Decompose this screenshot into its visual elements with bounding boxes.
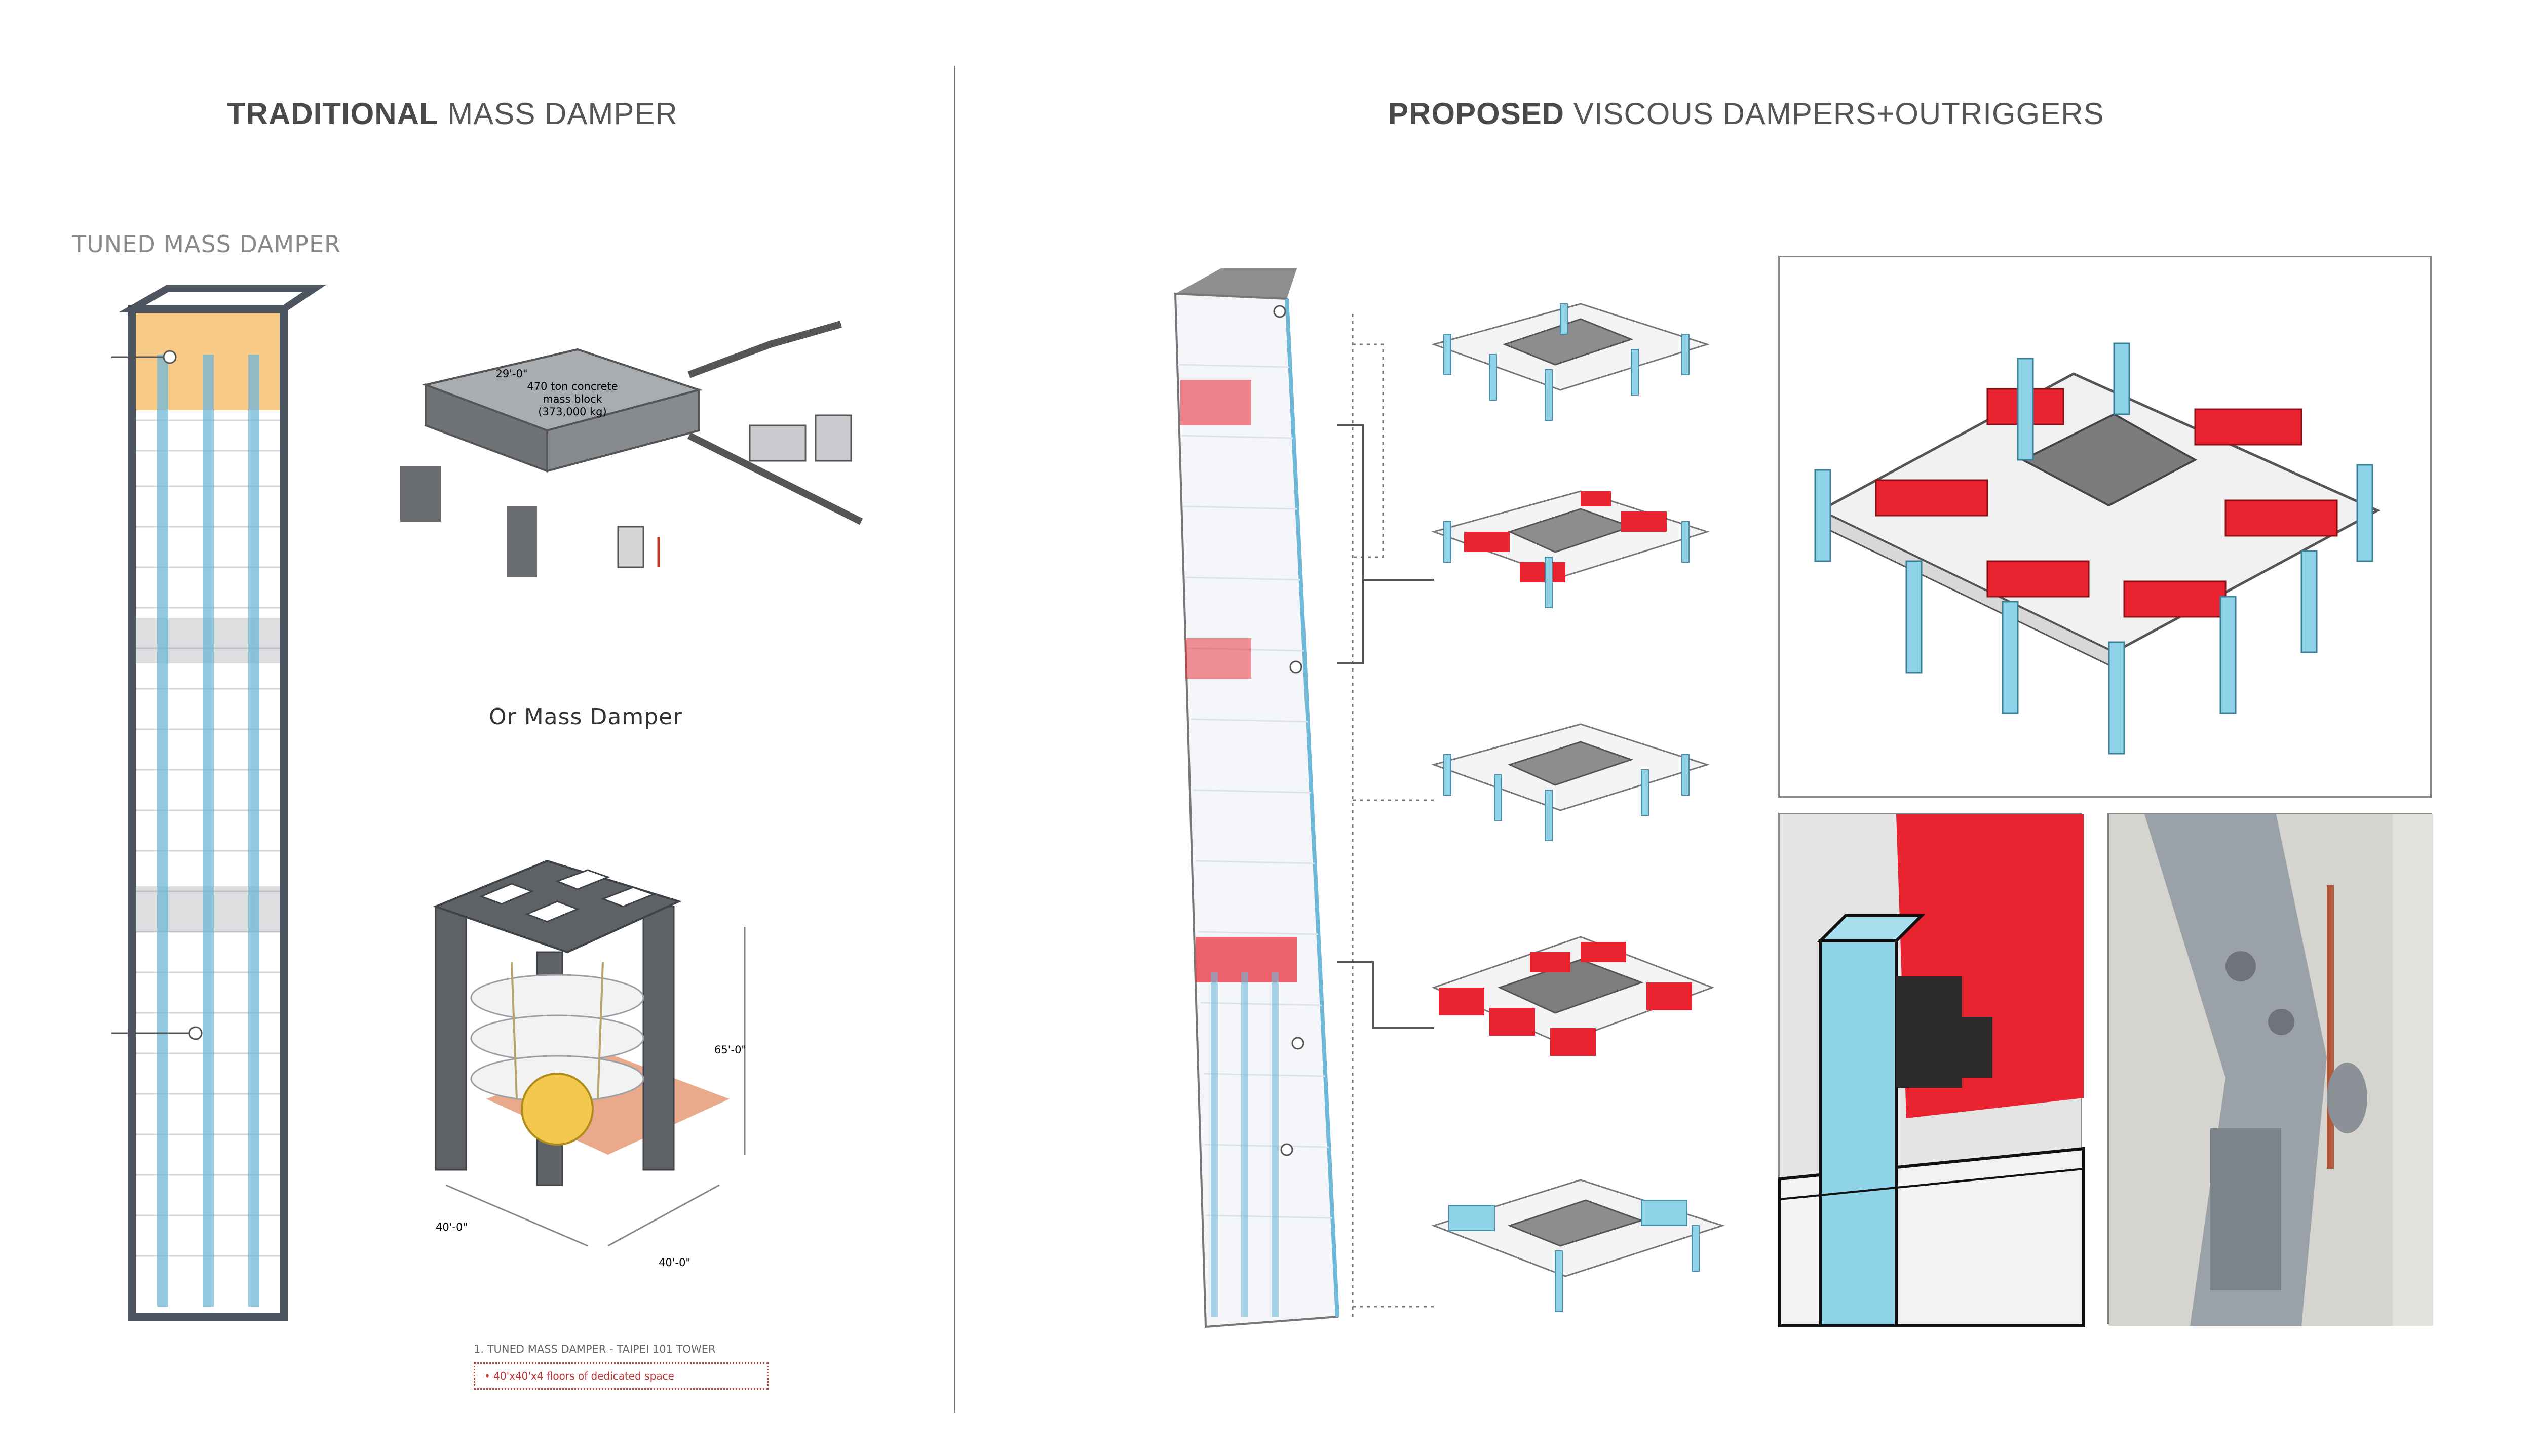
marker-roof	[1273, 305, 1286, 318]
panel-divider	[954, 66, 955, 1413]
pendulum-damper-diagram: 65'-0" 40'-0" 40'-0"	[433, 859, 746, 1269]
left-heading-rest: MASS DAMPER	[438, 97, 678, 131]
damper-photo-frame	[2107, 813, 2433, 1326]
legend-text: 40'x40'x4 floors of dedicated space	[493, 1370, 674, 1382]
dim-width-label-2: 40'-0"	[659, 1256, 690, 1269]
right-heading-rest: VISCOUS DAMPERS+OUTRIGGERS	[1564, 97, 2104, 131]
dim-top-label: 29'-0"	[495, 368, 527, 380]
lower-marker	[188, 1026, 203, 1040]
damper-closeup-diagram	[1778, 814, 2085, 1327]
connector-lines	[1337, 314, 1434, 1317]
damper-photo	[2109, 814, 2433, 1326]
proposed-tower-diagram	[1174, 268, 1339, 1328]
floor-plan-2-outriggers	[1431, 490, 1710, 608]
dim-width-label-1: 40'-0"	[436, 1221, 468, 1233]
core-walls	[2020, 413, 2198, 507]
legend-box: • 40'x40'x4 floors of dedicated space	[474, 1362, 769, 1390]
dim-height-label: 65'-0"	[714, 1044, 746, 1056]
floor-plan-4-dampers	[1431, 936, 1715, 1056]
mass-label-3: (373,000 kg)	[538, 406, 606, 418]
closeup-blue-column	[1819, 939, 1898, 1327]
mass-label-1: 470 ton concrete	[527, 380, 618, 392]
right-heading-bold: PROPOSED	[1388, 97, 1565, 131]
marker-lower-1	[1291, 1037, 1304, 1050]
outrigger-columns	[1814, 342, 2373, 755]
right-panel-heading: PROPOSED VISCOUS DAMPERS+OUTRIGGERS	[1388, 96, 2104, 131]
left-panel-heading: TRADITIONAL MASS DAMPER	[227, 96, 678, 131]
marker-lower-2	[1280, 1143, 1293, 1156]
mass-sphere	[521, 1073, 594, 1146]
outrigger-isometric-diagram	[1814, 342, 2381, 755]
floor-plan-3	[1431, 723, 1710, 841]
viscous-damper-walls	[1875, 388, 2338, 618]
left-heading-bold: TRADITIONAL	[227, 97, 439, 131]
traditional-tower-diagram	[111, 285, 326, 1321]
tower-columns	[157, 355, 259, 1307]
footnote-taipei-101: 1. TUNED MASS DAMPER - TAIPEI 101 TOWER	[474, 1343, 716, 1355]
top-marker	[163, 350, 177, 364]
outrigger-zone-1	[1180, 380, 1251, 425]
closeup-damper-device	[1896, 976, 1962, 1088]
legend-bullet: •	[484, 1370, 490, 1382]
proposed-columns	[1211, 972, 1279, 1317]
photo-viscous-damper	[2210, 1128, 2281, 1290]
outrigger-isometric-frame	[1778, 256, 2432, 798]
marker-mid	[1289, 660, 1302, 674]
tower-frame	[128, 305, 288, 1321]
floor-plan-5	[1431, 1179, 1725, 1312]
or-mass-damper-label: Or Mass Damper	[489, 704, 683, 730]
outrigger-zone-2	[1185, 638, 1251, 679]
damper-closeup-frame	[1778, 813, 2085, 1327]
proposed-floor-lines	[1177, 364, 1333, 1219]
mass-label-2: mass block	[543, 393, 602, 405]
proposed-tower-roof	[1175, 268, 1297, 299]
floor-plan-1	[1431, 303, 1710, 421]
mass-block-diagram: 29'-0" 470 ton concrete mass block (373,…	[400, 321, 863, 577]
tuned-mass-damper-label: TUNED MASS DAMPER	[72, 230, 341, 258]
